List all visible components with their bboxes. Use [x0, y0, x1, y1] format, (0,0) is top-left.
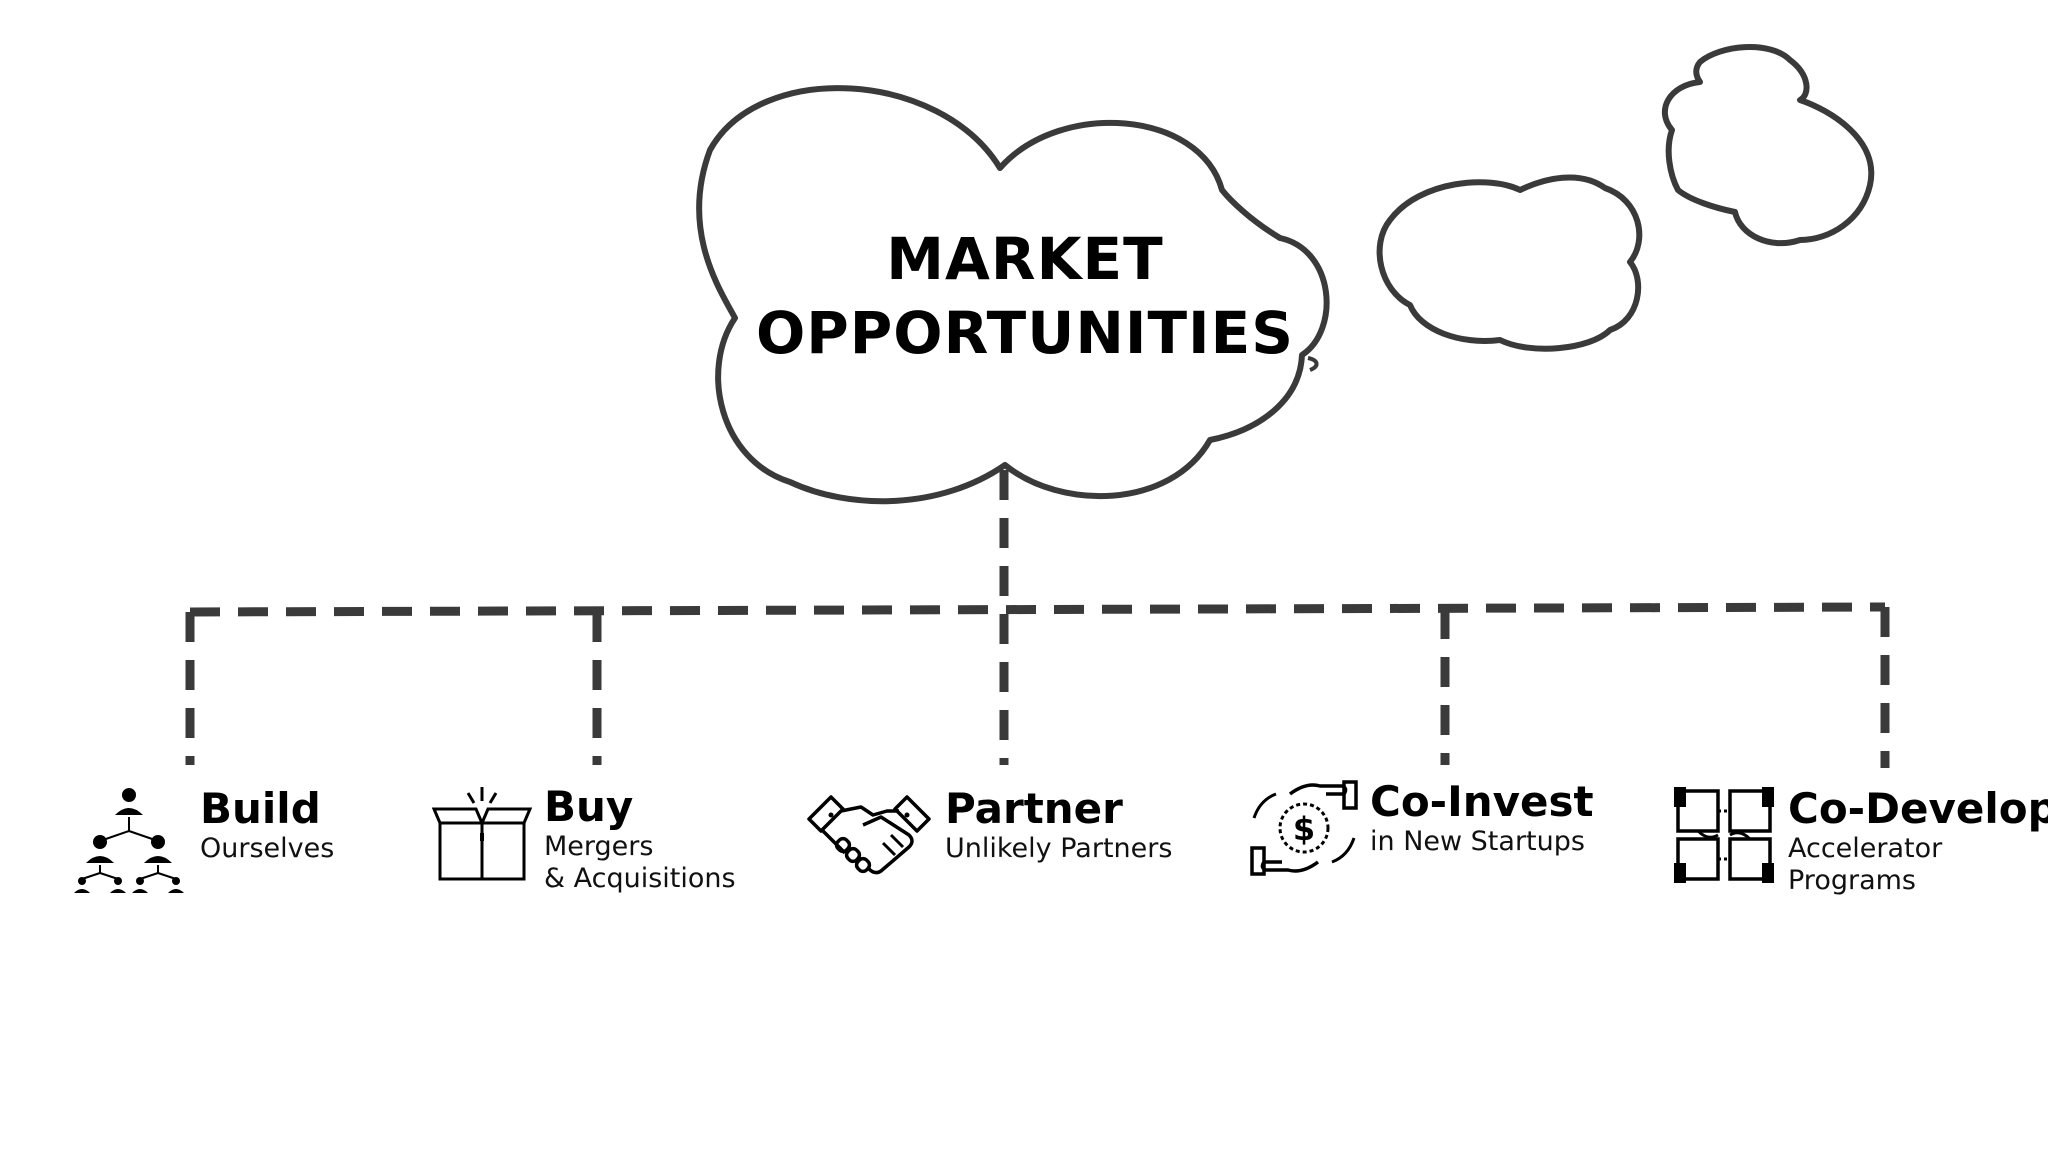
money-hands-icon: $	[1250, 780, 1358, 876]
node-build-sub: Ourselves	[200, 833, 335, 864]
node-partner: Partner Unlikely Partners	[805, 785, 1172, 885]
node-buy: Buy Mergers & Acquisitions	[432, 783, 736, 895]
node-build: Build Ourselves	[70, 785, 334, 895]
connector-lines	[185, 470, 1890, 768]
node-buy-sub2: & Acquisitions	[544, 863, 736, 894]
linked-hands-icon	[1674, 787, 1774, 883]
small-cloud-right-shape	[1661, 44, 1875, 247]
center-title-line1: MARKET	[886, 225, 1164, 293]
main-cloud-shape	[696, 85, 1330, 505]
node-partner-sub: Unlikely Partners	[945, 833, 1173, 864]
node-build-title: Build	[200, 784, 321, 833]
node-co-develop-labels: Co-Develop Accelerator Programs	[1788, 785, 2048, 897]
node-partner-labels: Partner Unlikely Partners	[945, 785, 1172, 865]
node-co-invest-sub: in New Startups	[1370, 826, 1585, 857]
node-buy-title: Buy	[544, 782, 634, 831]
node-buy-sub1: Mergers	[544, 831, 654, 862]
node-partner-title: Partner	[945, 784, 1123, 833]
small-cloud-left-shape	[1376, 174, 1643, 352]
main-cloud-notch	[1307, 356, 1319, 372]
node-co-develop-title: Co-Develop	[1788, 784, 2048, 833]
node-build-labels: Build Ourselves	[200, 785, 334, 865]
node-buy-labels: Buy Mergers & Acquisitions	[544, 783, 736, 895]
center-title: MARKET OPPORTUNITIES	[690, 222, 1360, 370]
open-box-icon	[432, 787, 532, 881]
handshake-icon	[807, 795, 931, 875]
node-co-invest-labels: Co-Invest in New Startups	[1370, 778, 1594, 858]
org-chart-icon	[74, 788, 184, 893]
node-co-invest: $ Co-Invest in New Startups	[1250, 778, 1594, 878]
connector-horizontal	[189, 602, 1886, 617]
svg-text:$: $	[1293, 810, 1315, 848]
node-co-invest-title: Co-Invest	[1370, 777, 1594, 826]
node-co-develop-sub2: Programs	[1788, 865, 1916, 896]
node-co-develop: Co-Develop Accelerator Programs	[1672, 785, 2048, 897]
node-co-develop-sub1: Accelerator	[1788, 833, 1943, 864]
center-title-line2: OPPORTUNITIES	[755, 299, 1294, 367]
